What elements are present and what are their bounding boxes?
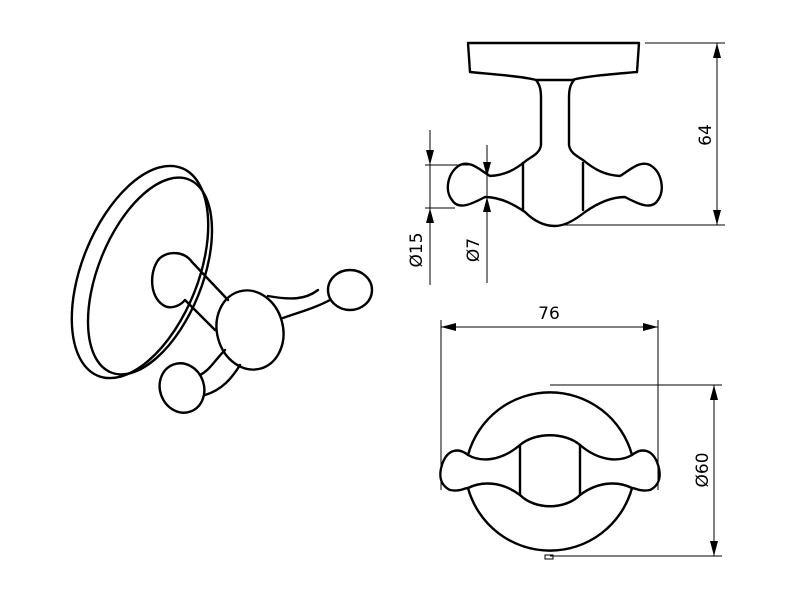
side-base-plate	[466, 41, 641, 82]
arrow-icon	[426, 208, 434, 223]
arrow-icon	[426, 150, 434, 165]
iso-arm-upper	[266, 288, 332, 320]
iso-arm-lower	[198, 348, 242, 397]
arrow-icon	[483, 197, 491, 212]
dim-7-label: Ø7	[464, 238, 484, 262]
iso-base-plate-front	[86, 176, 214, 376]
arrow-icon	[713, 210, 721, 225]
arrow-icon	[441, 323, 456, 331]
dim-64-label: 64	[696, 124, 716, 146]
isometric-view	[70, 164, 374, 414]
iso-base-plate-back	[70, 164, 210, 380]
arrow-icon	[710, 541, 718, 556]
front-view: 76 Ø60	[439, 304, 722, 560]
side-view: 64 Ø15 Ø7	[407, 41, 725, 285]
front-base-upper-arc	[466, 391, 634, 457]
front-set-screw	[544, 554, 554, 560]
side-hook-body	[446, 78, 663, 228]
arrow-icon	[643, 323, 658, 331]
dim-76-label: 76	[538, 304, 560, 324]
dim-15-label: Ø15	[407, 232, 427, 267]
arrow-icon	[483, 162, 491, 177]
iso-stem	[150, 251, 230, 332]
dim-60-label: Ø60	[693, 452, 713, 487]
iso-knob-lower	[158, 362, 206, 414]
arrow-icon	[713, 43, 721, 58]
iso-knob-upper	[326, 268, 374, 312]
front-base-lower-arc	[466, 486, 634, 552]
arrow-icon	[710, 385, 718, 400]
front-hook-body	[439, 434, 661, 508]
iso-hub	[215, 289, 285, 371]
